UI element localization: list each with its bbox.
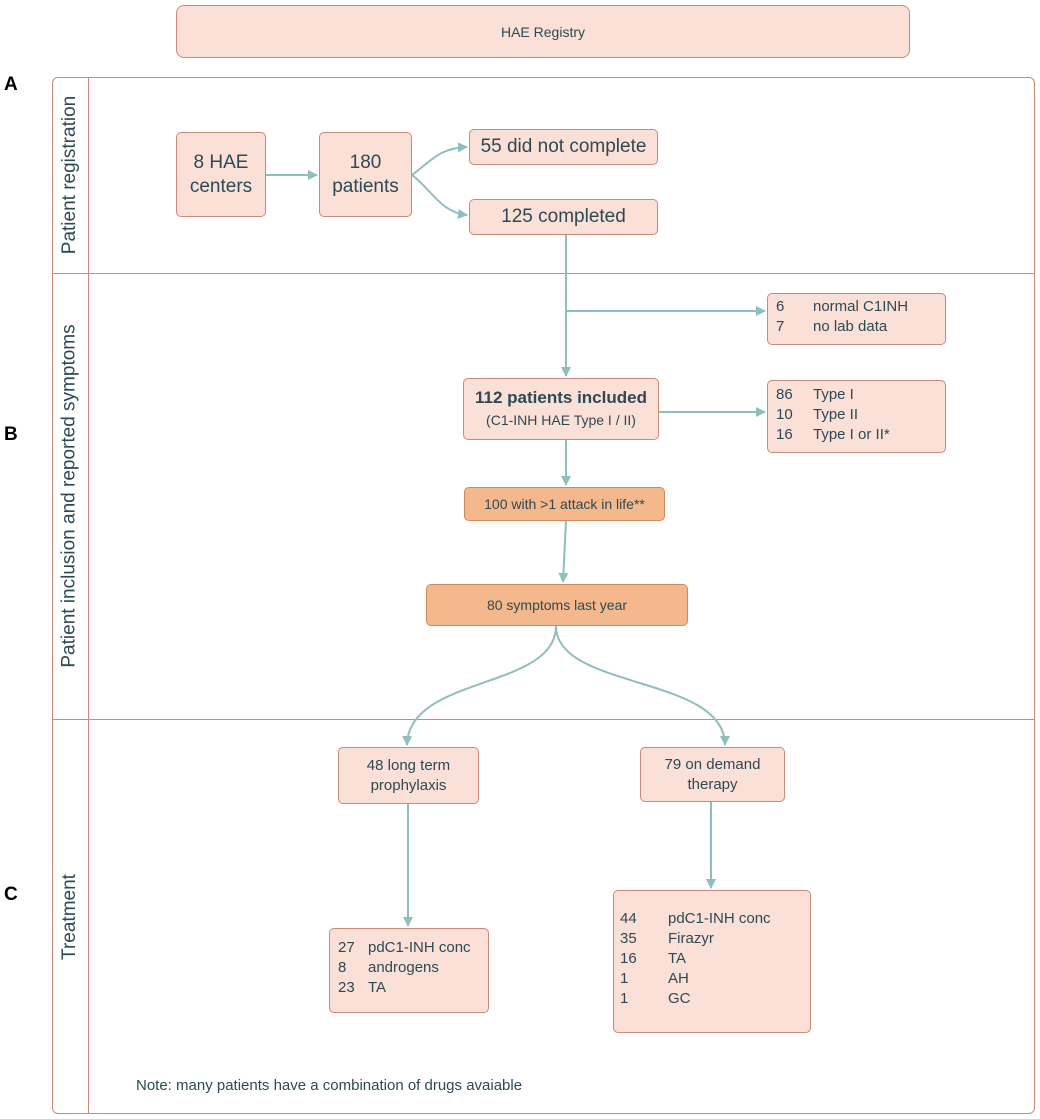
drug-row: 27 pdC1-INH conc	[338, 938, 480, 958]
centers-line-1: 8 HAE	[193, 151, 249, 173]
type-label: Type I or II*	[813, 426, 890, 443]
included-title: 112 patients included	[475, 388, 647, 407]
did-not-complete-text: 55 did not complete	[480, 136, 647, 157]
section-letter-c: C	[4, 884, 18, 905]
on-demand-drugs-box: 44 pdC1-INH conc 35 Firazyr 16 TA 1 AH 1…	[613, 890, 811, 1033]
drug-count: 44	[620, 910, 637, 927]
section-label-b-wrap: Patient inclusion and reported symptoms	[52, 273, 88, 719]
registry-title-box: HAE Registry	[176, 5, 910, 58]
drug-label: TA	[368, 979, 387, 996]
label-column-divider	[88, 77, 89, 1114]
registry-title: HAE Registry	[500, 23, 586, 40]
drug-count: 1	[620, 970, 629, 987]
type-row: 16 Type I or II*	[776, 425, 937, 445]
type-row: 86 Type I	[776, 385, 937, 405]
section-letter-b: B	[4, 424, 18, 445]
drug-row: 35 Firazyr	[620, 929, 802, 949]
drug-count: 35	[620, 930, 637, 947]
type-label: Type I	[813, 386, 854, 403]
section-divider-bc	[52, 719, 1035, 720]
centers-line-2: centers	[189, 175, 253, 197]
excluded-count: 7	[776, 318, 785, 335]
section-label-c: Treatment	[59, 873, 81, 960]
drug-row: 23 TA	[338, 978, 480, 998]
on-demand-line-2: therapy	[687, 775, 738, 793]
drug-row: 44 pdC1-INH conc	[620, 909, 802, 929]
drug-row: 1 GC	[620, 989, 802, 1009]
did-not-complete-box: 55 did not complete	[469, 129, 658, 165]
prophylaxis-box: 48 long term prophylaxis	[338, 747, 479, 804]
section-label-a: Patient registration	[59, 95, 81, 255]
drug-label: GC	[668, 990, 691, 1007]
centers-box: 8 HAE centers	[176, 132, 266, 217]
drug-count: 16	[620, 950, 637, 967]
section-label-a-wrap: Patient registration	[52, 77, 88, 273]
excluded-row: 7 no lab data	[776, 317, 937, 337]
drug-row: 16 TA	[620, 949, 802, 969]
attack-box: 100 with >1 attack in life**	[464, 487, 665, 521]
type-count: 16	[776, 426, 793, 443]
excluded-count: 6	[776, 298, 785, 315]
completed-text: 125 completed	[501, 206, 626, 227]
section-divider-ab	[52, 273, 1035, 274]
included-box: 112 patients included (C1-INH HAE Type I…	[463, 378, 659, 440]
flowchart-frame	[52, 77, 1035, 1114]
excluded-row: 6 normal C1INH	[776, 297, 937, 317]
included-subtitle: (C1-INH HAE Type I / II)	[486, 412, 636, 428]
drug-count: 27	[338, 939, 355, 956]
type-count: 86	[776, 386, 793, 403]
excluded-label: normal C1INH	[813, 298, 909, 315]
patients-box: 180 patients	[319, 132, 412, 217]
drug-count: 8	[338, 959, 347, 976]
drug-row: 1 AH	[620, 969, 802, 989]
symptoms-text: 80 symptoms last year	[486, 597, 628, 613]
drug-count: 1	[620, 990, 629, 1007]
footnote: Note: many patients have a combination o…	[136, 1077, 523, 1094]
excluded-label: no lab data	[813, 318, 888, 335]
types-box: 86 Type I 10 Type II 16 Type I or II*	[767, 380, 946, 453]
drug-label: TA	[668, 950, 687, 967]
prophylaxis-line-1: 48 long term	[366, 756, 451, 774]
section-label-c-wrap: Treatment	[52, 719, 88, 1114]
symptoms-box: 80 symptoms last year	[426, 584, 688, 626]
on-demand-box: 79 on demand therapy	[640, 747, 785, 802]
drug-label: AH	[668, 970, 689, 987]
patients-line-2: patients	[332, 175, 399, 197]
drug-label: pdC1-INH conc	[368, 939, 471, 956]
prophylaxis-line-2: prophylaxis	[370, 776, 447, 794]
drug-label: pdC1-INH conc	[668, 910, 771, 927]
prophylaxis-drugs-box: 27 pdC1-INH conc 8 androgens 23 TA	[329, 928, 489, 1013]
attack-text: 100 with >1 attack in life**	[484, 496, 645, 512]
excluded-box: 6 normal C1INH 7 no lab data	[767, 293, 946, 345]
drug-label: androgens	[368, 959, 439, 976]
on-demand-line-1: 79 on demand	[664, 755, 761, 773]
patients-line-1: 180	[349, 151, 382, 173]
type-label: Type II	[813, 406, 859, 423]
type-count: 10	[776, 406, 793, 423]
section-letter-a: A	[4, 74, 18, 95]
section-label-b: Patient inclusion and reported symptoms	[59, 324, 81, 668]
completed-box: 125 completed	[469, 199, 658, 235]
drug-count: 23	[338, 979, 355, 996]
drug-label: Firazyr	[668, 930, 714, 947]
drug-row: 8 androgens	[338, 958, 480, 978]
type-row: 10 Type II	[776, 405, 937, 425]
